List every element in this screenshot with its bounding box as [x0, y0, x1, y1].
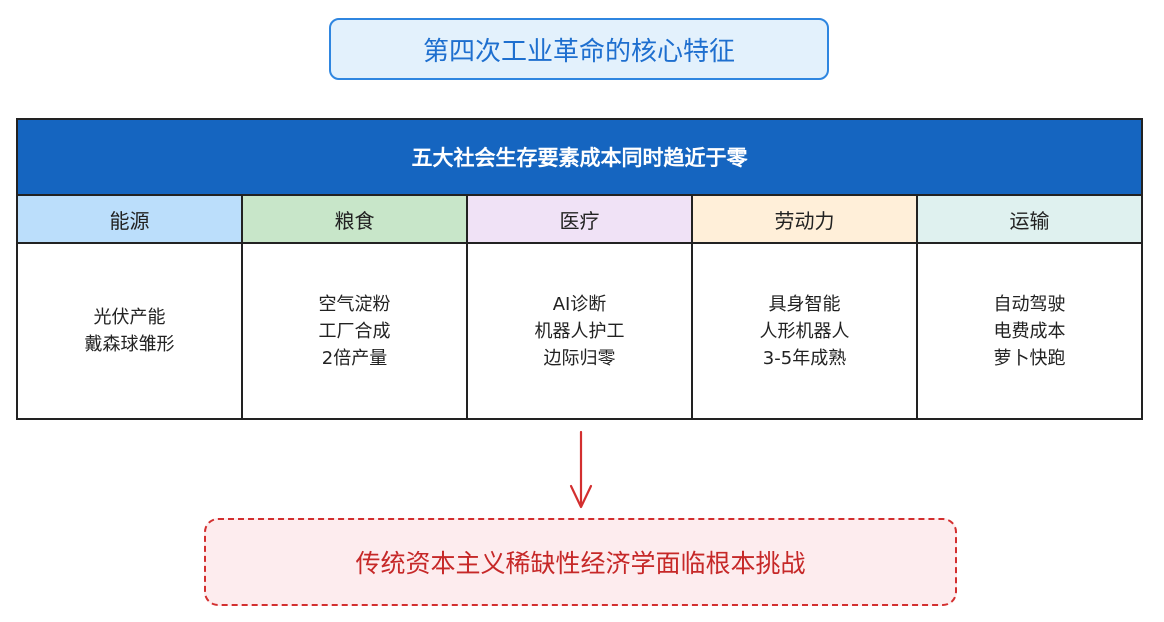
column-head-energy: 能源 [18, 196, 241, 244]
column-line: 2倍产量 [321, 347, 388, 369]
column-body-food: 空气淀粉 工厂合成 2倍产量 [243, 244, 466, 418]
column-line: 工厂合成 [318, 320, 391, 342]
column-body-transport: 自动驾驶 电费成本 萝卜快跑 [918, 244, 1141, 418]
column-line: 光伏产能 [93, 307, 166, 328]
column-line: 空气淀粉 [318, 293, 391, 315]
column-transport: 运输 自动驾驶 电费成本 萝卜快跑 [918, 196, 1141, 418]
column-label: 劳动力 [774, 208, 835, 233]
column-line: 机器人护工 [534, 320, 625, 342]
column-labor: 劳动力 具身智能 人形机器人 3-5年成熟 [693, 196, 918, 418]
column-body-medical: AI诊断 机器人护工 边际归零 [468, 244, 691, 418]
factor-columns: 能源 光伏产能 戴森球雏形 粮食 空气淀粉 工厂合成 2倍产量 [18, 196, 1141, 418]
column-head-transport: 运输 [918, 196, 1141, 244]
column-medical: 医疗 AI诊断 机器人护工 边际归零 [468, 196, 693, 418]
column-label: 运输 [1009, 208, 1050, 233]
column-body-energy: 光伏产能 戴森球雏形 [18, 244, 241, 418]
column-energy: 能源 光伏产能 戴森球雏形 [18, 196, 243, 418]
diagram-title-text: 第四次工业革命的核心特征 [422, 36, 735, 67]
column-line: 边际归零 [543, 347, 616, 369]
column-food: 粮食 空气淀粉 工厂合成 2倍产量 [243, 196, 468, 418]
factors-table: 五大社会生存要素成本同时趋近于零 能源 光伏产能 戴森球雏形 粮食 空气淀粉 工… [16, 118, 1143, 420]
column-head-labor: 劳动力 [693, 196, 916, 244]
column-label: 粮食 [334, 208, 375, 233]
column-label: 医疗 [559, 208, 600, 233]
column-line: 自动驾驶 [993, 293, 1066, 315]
column-head-food: 粮食 [243, 196, 466, 244]
conclusion-box: 传统资本主义稀缺性经济学面临根本挑战 [204, 518, 957, 606]
column-line: 3-5年成熟 [762, 347, 847, 369]
column-body-labor: 具身智能 人形机器人 3-5年成熟 [693, 244, 916, 418]
column-line: AI诊断 [552, 293, 607, 315]
column-line: 具身智能 [768, 293, 841, 315]
column-line: 人形机器人 [759, 320, 850, 342]
conclusion-text: 传统资本主义稀缺性经济学面临根本挑战 [355, 549, 806, 578]
table-header: 五大社会生存要素成本同时趋近于零 [18, 120, 1141, 196]
table-header-text: 五大社会生存要素成本同时趋近于零 [411, 146, 748, 170]
column-label: 能源 [109, 208, 150, 233]
column-head-medical: 医疗 [468, 196, 691, 244]
column-line: 戴森球雏形 [84, 334, 175, 355]
column-line: 萝卜快跑 [993, 347, 1066, 369]
column-line: 电费成本 [993, 320, 1066, 342]
diagram-title: 第四次工业革命的核心特征 [329, 18, 829, 80]
down-arrow-icon [569, 430, 593, 509]
